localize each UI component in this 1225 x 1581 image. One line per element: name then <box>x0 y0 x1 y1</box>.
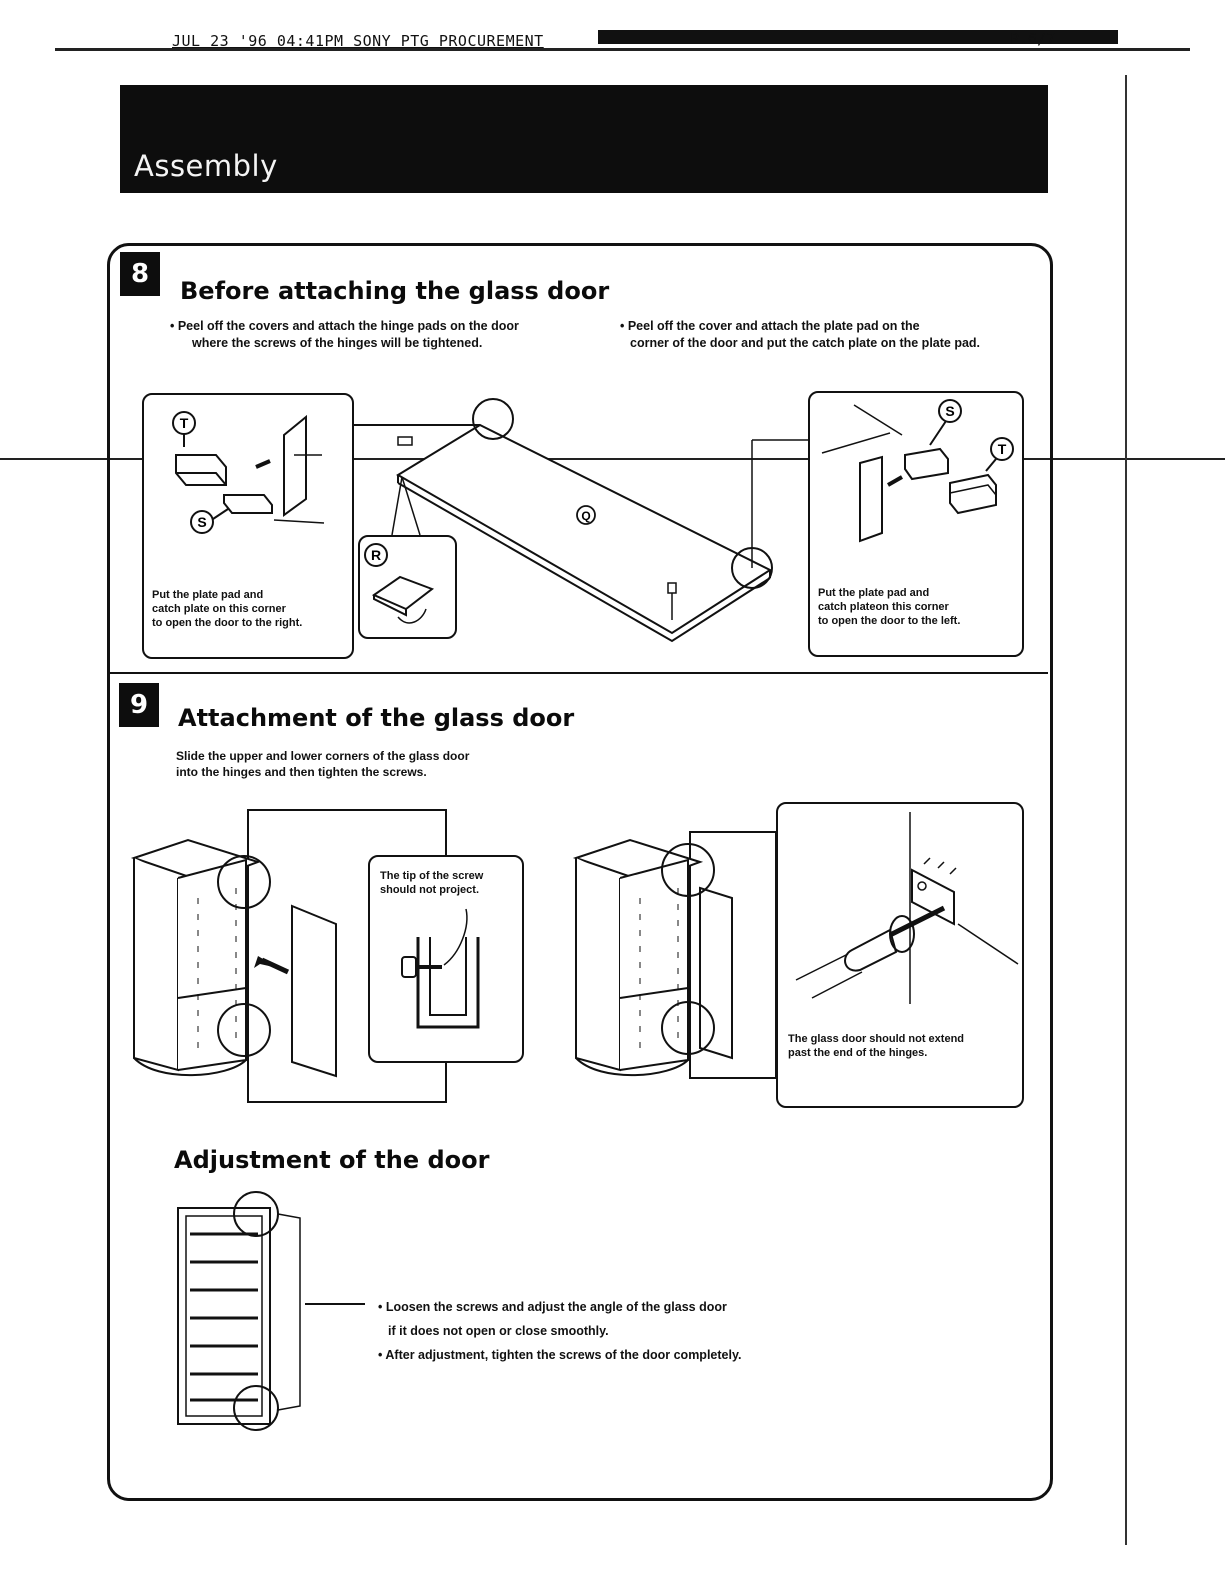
label-t: T <box>180 415 189 431</box>
note-line: The glass door should not extend <box>788 1032 964 1046</box>
caption-line: to open the door to the right. <box>152 616 302 630</box>
label-t-right: T <box>998 441 1007 457</box>
caption-line: catch plate on this corner <box>152 602 302 616</box>
label-s-right: S <box>945 403 954 419</box>
screw-drawing <box>370 857 522 1061</box>
instruction-line: into the hinges and then tighten the scr… <box>176 764 596 780</box>
instruction-line: • Peel off the covers and attach the hin… <box>170 318 610 335</box>
instruction-line: • Peel off the cover and attach the plat… <box>620 318 1050 335</box>
label-r: R <box>371 547 381 563</box>
instruction-line: corner of the door and put the catch pla… <box>620 335 1050 352</box>
instruction-line: • After adjustment, tighten the screws o… <box>378 1343 858 1367</box>
pad-r-drawing: R <box>360 537 455 637</box>
left-caption: Put the plate pad and catch plate on thi… <box>152 588 302 630</box>
step-9-instruction: Slide the upper and lower corners of the… <box>176 748 596 780</box>
instruction-line: where the screws of the hinges will be t… <box>170 335 610 352</box>
hinge-detail-box: The glass door should not extend past th… <box>776 802 1024 1108</box>
step-8-title: Before attaching the glass door <box>180 277 609 305</box>
step-8-right-instruction: • Peel off the cover and attach the plat… <box>620 318 1050 352</box>
hinge-note: The glass door should not extend past th… <box>788 1032 964 1060</box>
fax-header-rule <box>55 48 1190 51</box>
plate-pad-r-detail: R <box>358 535 457 639</box>
cabinet-right-drawing <box>570 828 780 1108</box>
step-9-number: 9 <box>119 683 159 727</box>
right-plate-pad-illustration: S T Put the plate pad and catch plateon … <box>808 391 1024 657</box>
left-plate-pad-illustration: T S Put the plate pad and catch plate on… <box>142 393 354 659</box>
banner-title: Assembly <box>134 149 278 183</box>
instruction-line: • Loosen the screws and adjust the angle… <box>378 1295 858 1319</box>
hinge-screwdriver-drawing <box>778 804 1022 1106</box>
caption-line: Put the plate pad and <box>818 586 960 600</box>
screw-tip-note-box: The tip of the screw should not project. <box>368 855 524 1063</box>
adjustment-title: Adjustment of the door <box>174 1146 490 1174</box>
adjustment-door-drawing <box>170 1190 310 1440</box>
right-caption: Put the plate pad and catch plateon this… <box>818 586 960 628</box>
adjustment-instructions: • Loosen the screws and adjust the angle… <box>378 1295 858 1367</box>
caption-line: catch plateon this corner <box>818 600 960 614</box>
label-q: Q <box>581 509 590 523</box>
caption-line: Put the plate pad and <box>152 588 302 602</box>
instruction-line: if it does not open or close smoothly. <box>378 1319 858 1343</box>
instruction-line: Slide the upper and lower corners of the… <box>176 748 596 764</box>
note-line: past the end of the hinges. <box>788 1046 964 1060</box>
step-9-title: Attachment of the glass door <box>178 704 574 732</box>
section-divider <box>110 672 1048 674</box>
caption-line: to open the door to the left. <box>818 614 960 628</box>
step-8-left-instruction: • Peel off the covers and attach the hin… <box>170 318 610 352</box>
assembly-banner: Assembly <box>120 85 1048 193</box>
fax-page-number: P.6/7 <box>1010 30 1055 48</box>
step-8-number: 8 <box>120 252 160 296</box>
page-edge-line <box>1125 75 1127 1545</box>
adjustment-leader-line <box>305 1303 365 1305</box>
label-s: S <box>197 514 206 530</box>
